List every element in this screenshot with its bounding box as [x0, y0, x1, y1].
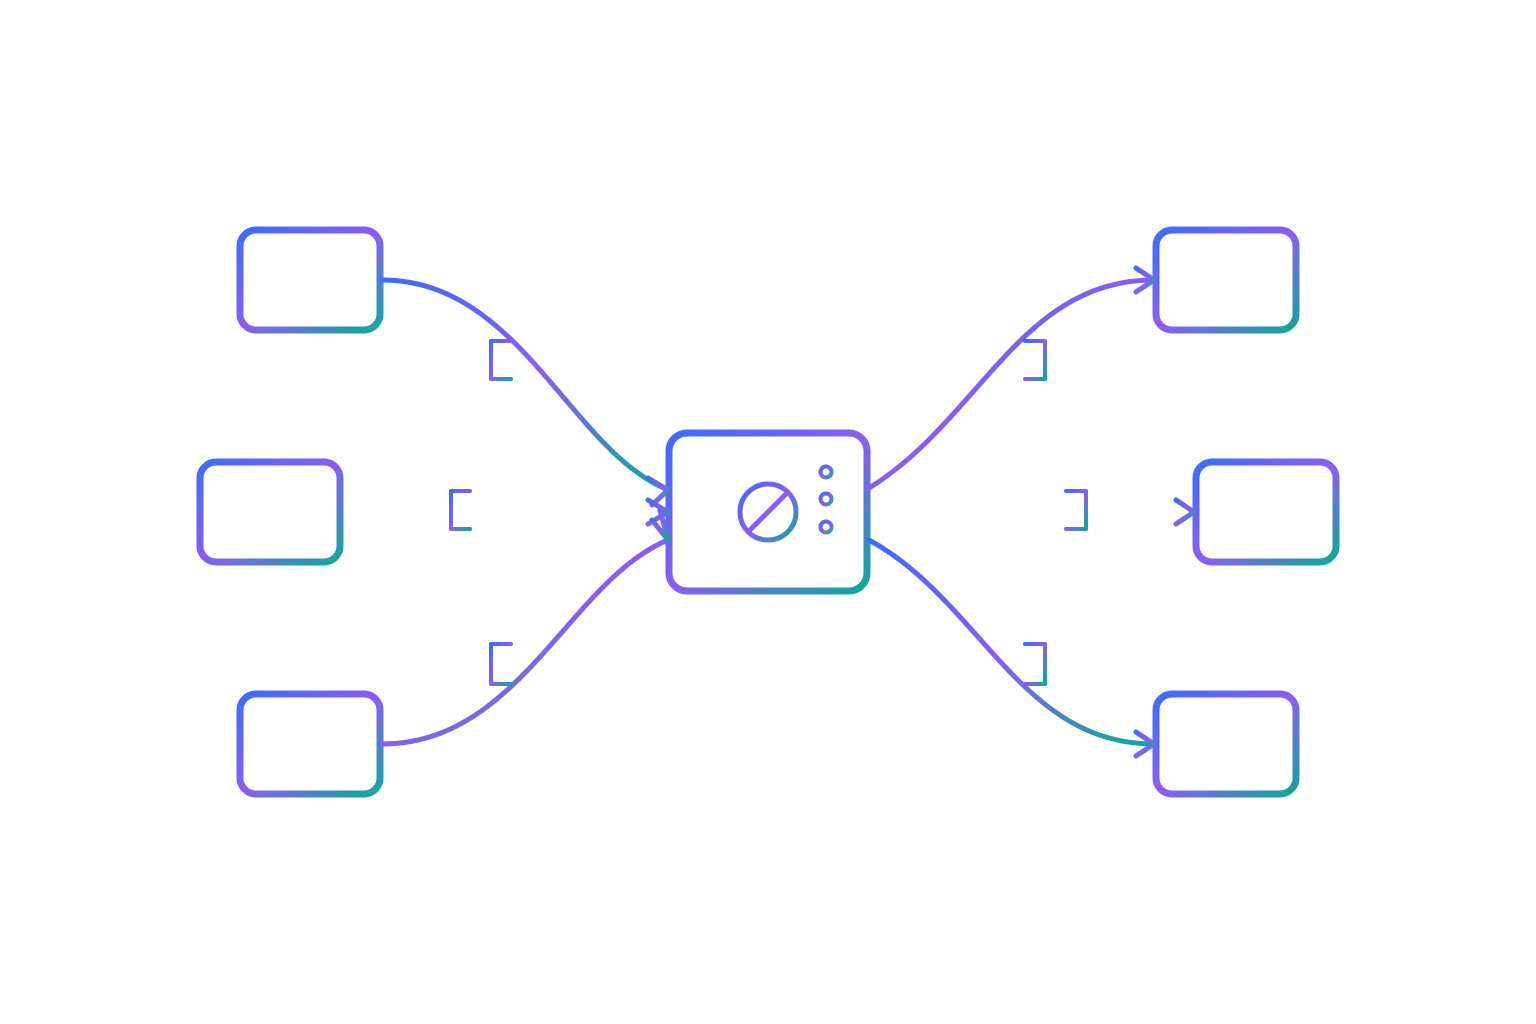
output-node-top	[1152, 226, 1300, 334]
edge-input-top	[379, 277, 671, 493]
bracket-input-top	[489, 339, 513, 381]
arrowhead-input-top	[645, 475, 671, 508]
bracket-output-top	[1023, 339, 1047, 381]
bracket-output-bottom	[1023, 642, 1047, 686]
edge-output-top	[866, 277, 1157, 491]
arrowhead-input-bottom	[649, 507, 671, 543]
three-dots-icon	[818, 464, 834, 535]
bracket-input-middle	[449, 489, 472, 531]
input-node-bottom	[236, 690, 384, 798]
arrowhead-output-bottom	[1133, 729, 1157, 759]
arrowhead-output-middle	[1173, 497, 1197, 527]
edge-output-bottom	[866, 537, 1157, 747]
input-node-top	[236, 226, 384, 334]
output-node-middle	[1192, 458, 1340, 566]
no-entry-icon	[737, 481, 799, 543]
input-node-middle	[196, 458, 344, 566]
arrowhead-output-top	[1133, 265, 1157, 295]
edge-input-bottom	[379, 537, 671, 747]
bracket-output-middle	[1064, 489, 1088, 531]
output-node-bottom	[1152, 690, 1300, 798]
bracket-input-bottom	[489, 642, 513, 686]
